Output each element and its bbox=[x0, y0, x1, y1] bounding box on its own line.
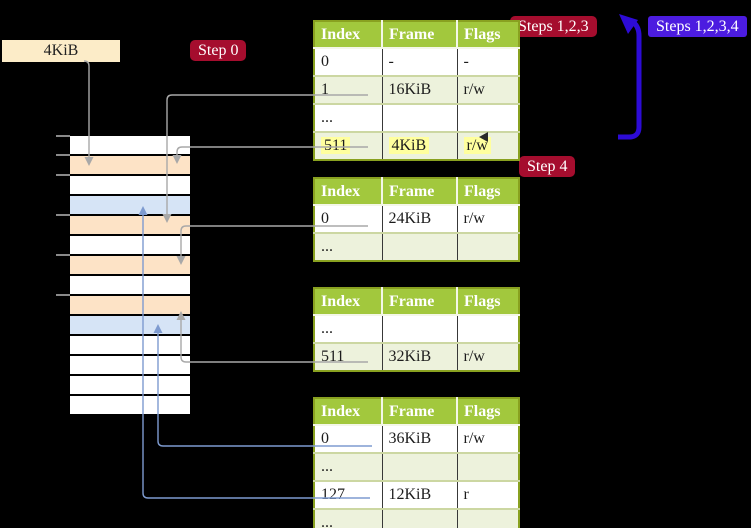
col-header-index: Index bbox=[314, 178, 383, 206]
table-row: 1 16KiB r/w bbox=[314, 75, 519, 104]
table-row: ... bbox=[314, 452, 519, 481]
flags-cell: r/w bbox=[463, 430, 485, 447]
memory-row-7-free bbox=[70, 276, 190, 294]
memory-row-5-free bbox=[70, 236, 190, 254]
table-header-row: Index Frame Flags bbox=[314, 21, 519, 49]
flags-cell bbox=[457, 103, 519, 132]
table-row: ... bbox=[314, 315, 519, 343]
memory-tick bbox=[56, 154, 70, 156]
memory-tick bbox=[56, 174, 70, 176]
table-row: ... bbox=[314, 103, 519, 132]
highlighted-value: 4KiB bbox=[388, 137, 430, 154]
frame-cell bbox=[382, 508, 458, 528]
table-header-row: Index Frame Flags bbox=[314, 288, 519, 316]
step4-badge: Step 4 bbox=[519, 156, 576, 177]
page-table-step1: Index Frame Flags 0 24KiB r/w ... bbox=[313, 177, 520, 262]
flags-cell: - bbox=[463, 53, 469, 70]
col-header-frame: Frame bbox=[382, 21, 458, 49]
index-cell: ... bbox=[314, 508, 383, 528]
col-header-flags: Flags bbox=[457, 288, 519, 316]
frame-cell: 32KiB bbox=[382, 342, 458, 371]
memory-row-8-pagetable bbox=[70, 296, 190, 314]
table-row: ... bbox=[314, 232, 519, 261]
flags-cell: r bbox=[457, 480, 519, 509]
frame-cell: 12KiB bbox=[382, 480, 458, 509]
table-row: 511 32KiB r/w bbox=[314, 342, 519, 371]
table-header-row: Index Frame Flags bbox=[314, 398, 519, 426]
memory-row-1-pagetable bbox=[70, 156, 190, 174]
col-header-index: Index bbox=[314, 398, 383, 426]
steps1234-badge: Steps 1,2,3,4 bbox=[648, 16, 747, 37]
table-row: ... bbox=[314, 508, 519, 528]
memory-row-12-free bbox=[70, 376, 190, 394]
memory-tick bbox=[56, 254, 70, 256]
flags-cell bbox=[457, 508, 519, 528]
memory-row-10-free bbox=[70, 336, 190, 354]
frame-cell: 36KiB bbox=[382, 425, 458, 453]
memory-row-9-page bbox=[70, 316, 190, 334]
index-cell: 511 bbox=[314, 131, 383, 160]
memory-row-13-free bbox=[70, 396, 190, 414]
loop-arrowhead-icon bbox=[619, 14, 638, 34]
col-header-frame: Frame bbox=[382, 178, 458, 206]
table-row: 0 - - bbox=[314, 48, 519, 76]
index-cell: 0 bbox=[314, 48, 383, 76]
frame-cell bbox=[382, 315, 458, 343]
col-header-flags: Flags bbox=[457, 178, 519, 206]
step0-badge: Step 0 bbox=[190, 40, 247, 61]
col-header-index: Index bbox=[314, 288, 383, 316]
steps123-badge: Steps 1,2,3 bbox=[510, 16, 597, 37]
loop-arrow bbox=[618, 18, 642, 140]
memory-row-11-free bbox=[70, 356, 190, 374]
memory-tick bbox=[56, 294, 70, 296]
page-table-step2: Index Frame Flags ... 511 32KiB r/w bbox=[313, 287, 520, 372]
memory-row-2-free bbox=[70, 176, 190, 194]
frame-cell bbox=[382, 232, 458, 261]
flags-cell: r/w bbox=[457, 342, 519, 371]
memory-row-3-page bbox=[70, 196, 190, 214]
col-header-flags: Flags bbox=[457, 398, 519, 426]
frame-cell: 4KiB bbox=[382, 131, 458, 160]
index-cell: 0 bbox=[314, 425, 383, 453]
page-table-step3: Index Frame Flags 0 36KiB r/w ... 127 12… bbox=[313, 397, 520, 528]
memory-tick bbox=[56, 214, 70, 216]
index-cell: 511 bbox=[314, 342, 383, 371]
index-cell: ... bbox=[314, 315, 383, 343]
col-header-frame: Frame bbox=[382, 398, 458, 426]
frame-size-tag: 4KiB bbox=[2, 40, 120, 62]
index-cell: ... bbox=[314, 452, 383, 481]
index-cell: ... bbox=[314, 103, 383, 132]
col-header-index: Index bbox=[314, 21, 383, 49]
frame-cell: - bbox=[382, 48, 458, 76]
flags-cell: r/w bbox=[457, 131, 519, 160]
index-cell: 0 bbox=[314, 205, 383, 233]
col-header-frame: Frame bbox=[382, 288, 458, 316]
table-row: 0 24KiB r/w bbox=[314, 205, 519, 233]
flags-cell bbox=[457, 232, 519, 261]
flags-cell: r/w bbox=[463, 210, 485, 227]
col-header-flags: Flags bbox=[457, 21, 519, 49]
table-header-row: Index Frame Flags bbox=[314, 178, 519, 206]
memory-row-0-free bbox=[70, 136, 190, 154]
memory-column bbox=[70, 136, 190, 414]
memory-tick bbox=[56, 135, 70, 137]
highlighted-value: r/w bbox=[463, 137, 491, 154]
index-cell: ... bbox=[314, 232, 383, 261]
frame-cell: 16KiB bbox=[382, 75, 458, 104]
page-table-step0: Index Frame Flags 0 - - 1 16KiB r/w ... … bbox=[313, 20, 520, 161]
memory-row-6-pagetable bbox=[70, 256, 190, 274]
flags-cell bbox=[457, 315, 519, 343]
index-cell: 127 bbox=[314, 480, 383, 509]
frame-cell: 24KiB bbox=[382, 205, 458, 233]
memory-row-4-pagetable bbox=[70, 216, 190, 234]
frame-cell bbox=[382, 452, 458, 481]
table-row-highlighted: 511 4KiB r/w bbox=[314, 131, 519, 160]
flags-cell bbox=[457, 452, 519, 481]
flags-cell: r/w bbox=[457, 75, 519, 104]
table-row: 127 12KiB r bbox=[314, 480, 519, 509]
frame-cell bbox=[382, 103, 458, 132]
table-row: 0 36KiB r/w bbox=[314, 425, 519, 453]
index-cell: 1 bbox=[314, 75, 383, 104]
highlighted-value: 511 bbox=[321, 137, 351, 154]
